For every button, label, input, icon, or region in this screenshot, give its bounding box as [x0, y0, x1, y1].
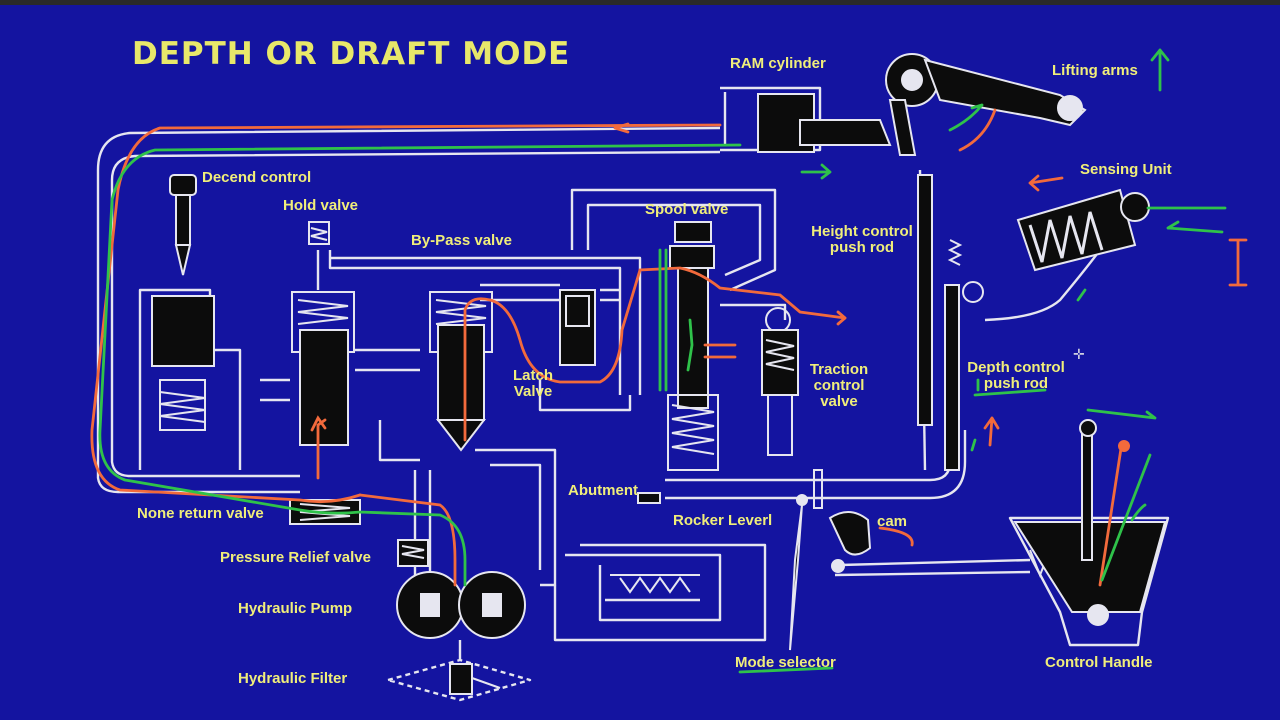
label-rocker-lever: Rocker Leverl: [673, 512, 773, 529]
label-lifting-arms: Lifting arms: [1052, 62, 1138, 79]
depth-control-push-rod: [944, 284, 960, 471]
rocker-lever: [789, 469, 823, 651]
sensing-pivot: [962, 281, 984, 303]
label-latch-line2: Valve: [513, 383, 553, 400]
label-pressure-relief-valve: Pressure Relief valve: [220, 549, 371, 566]
traction-control-valve: [761, 307, 799, 456]
label-latch-valve: Latch Valve: [508, 368, 558, 400]
lifting-arm: [885, 53, 1087, 156]
label-traction-line2: control: [813, 377, 865, 394]
label-abutment: Abutment: [568, 482, 638, 499]
label-latch-line1: Latch: [512, 367, 553, 384]
orange-dot: [1118, 440, 1130, 452]
window-top-bar: [0, 0, 1280, 5]
label-height-control-line1: Height control: [811, 223, 913, 240]
latch-valve: [559, 289, 596, 366]
diagram-title: DEPTH OR DRAFT MODE: [132, 36, 571, 72]
cursor-crosshair-icon: ✛: [1073, 346, 1085, 362]
small-spring: [947, 239, 963, 266]
hold-valve: [291, 221, 355, 446]
label-mode-selector: Mode selector: [735, 654, 836, 671]
green-flow-lines: [98, 48, 1227, 674]
label-traction-line3: valve: [820, 393, 858, 410]
ram-cylinder: [757, 93, 892, 153]
sensing-unit: [1016, 188, 1150, 272]
control-handle: [1013, 419, 1167, 626]
cam: [828, 511, 872, 573]
label-ram-cylinder: RAM cylinder: [730, 55, 826, 72]
lower-spring: [610, 574, 700, 594]
pressure-relief-valve: [397, 539, 429, 567]
hydraulic-pump: [396, 571, 526, 639]
label-depth-control: Depth control push rod: [962, 360, 1070, 392]
label-height-control: Height control push rod: [808, 224, 916, 256]
spool-valve: [667, 221, 719, 471]
components: [151, 53, 1167, 695]
label-hydraulic-pump: Hydraulic Pump: [238, 600, 353, 617]
label-depth-control-line1: Depth control: [967, 359, 1065, 376]
label-bypass-valve: By-Pass valve: [411, 232, 512, 249]
label-height-control-line2: push rod: [829, 239, 895, 256]
height-control-push-rod: [917, 174, 933, 426]
label-sensing-unit: Sensing Unit: [1080, 161, 1172, 178]
label-traction-control-valve: Traction control valve: [804, 362, 874, 410]
label-decend-control: Decend control: [202, 169, 312, 186]
label-traction-line1: Traction: [809, 361, 869, 378]
label-hold-valve: Hold valve: [283, 197, 359, 214]
label-none-return-valve: None return valve: [137, 505, 264, 522]
label-hydraulic-filter: Hydraulic Filter: [238, 670, 348, 687]
label-spool-valve: Spool valve: [645, 201, 729, 218]
label-control-handle: Control Handle: [1045, 654, 1153, 671]
orange-flow-lines: [90, 108, 1248, 587]
hydraulic-filter: [449, 663, 501, 695]
abutment: [637, 492, 661, 504]
label-cam: cam: [877, 513, 908, 530]
label-depth-control-line2: push rod: [983, 375, 1049, 392]
descend-control-valve: [151, 174, 215, 431]
bypass-valve: [429, 291, 493, 452]
